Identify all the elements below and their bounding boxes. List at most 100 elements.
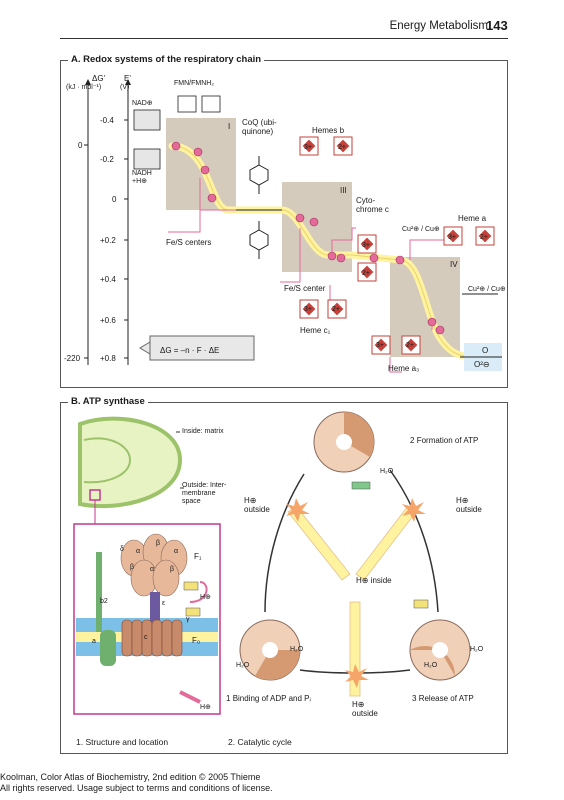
delta-g-formula: ΔG = –n · F · ΔE [160,346,220,355]
h-label-bottom: H⊕ [200,704,211,711]
e-axis-label: E' [124,74,131,83]
step-1-num: 1 [226,694,231,703]
e-tick-6: +0.6 [100,316,116,325]
step-1-label: 1 Binding of ADP and Pᵢ [226,694,311,703]
panel-b-title: B. ATP synthase [68,396,148,407]
ox-3-ha3: 3+ [376,342,384,349]
heme-c1-label: Heme c₁ [300,326,331,335]
f0-ring [121,619,183,657]
h-inside-center: H⊕ inside [356,576,392,585]
redox-diagram [84,79,502,373]
e-tick-1: -0.4 [100,116,114,125]
subunit-delta: δ [120,546,124,553]
heme-a3-dot [435,325,445,335]
complex-i-label: I [228,122,231,131]
heme-a-label: Heme a [458,214,487,223]
cytochrome-c-label: Cyto- chrome c [356,196,389,214]
starbursts [286,498,426,688]
fes-dot-4 [207,193,217,203]
footer-line-1: Koolman, Color Atlas of Biochemistry, 2n… [0,772,261,782]
subunit-beta-2: β [130,564,135,571]
footer: Koolman, Color Atlas of Biochemistry, 2n… [0,772,273,794]
caption-cycle: 2. Catalytic cycle [228,737,292,747]
cu-dot [427,317,437,327]
o-label: O [482,346,489,355]
fes-dot-2 [193,147,203,157]
fes-centers-label: Fe/S centers [166,238,212,247]
coq-label: CoQ (ubi- quinone) [242,118,277,136]
h-outside-left: H⊕ outside [244,496,270,514]
ox-2-c1: 2+ [332,306,340,313]
fes-center-label: Fe/S center [284,284,326,293]
e-tick-7: +0.8 [100,354,116,363]
heme-b-dot-2 [309,217,319,227]
proton-arrows [287,505,417,697]
subunit-c: c [144,634,148,641]
atp-synthase-diagram [73,411,471,715]
fmn-label: FMN/FMNH₂ [174,80,215,87]
f0-label: F₀ [192,636,201,645]
heme-c1-dot [336,253,346,263]
step-1-text: Binding of ADP and Pᵢ [232,694,311,703]
nucleotide-chips [183,481,429,617]
footer-line-2: All rights reserved. Usage subject to te… [0,783,273,793]
delta-g-box [149,335,255,361]
wheel-left [239,619,301,681]
ox-2-ha3: 2+ [406,342,414,349]
heme-a-dot [395,255,405,265]
panel-a-title: A. Redox systems of the respiratory chai… [68,54,265,65]
cyt-c-dot [369,253,379,263]
dg-axis-label: ΔG' [92,74,106,83]
fes-dot-1 [171,141,181,151]
heme-a3-label: Heme a₃ [388,364,420,373]
h2o-right-2: H₂O [470,646,484,653]
o2-label: O²⊖ [474,360,490,369]
ox-3-ha: 3+ [448,234,456,241]
ox-2-hb2: 2+ [338,144,346,151]
subunit-a: a [92,638,96,645]
complex-iii-label: III [340,186,347,195]
subunit-gamma: γ [186,616,190,623]
cu-pair-label-top: Cu²⊕ / Cu⊕ [402,226,440,233]
inside-matrix-label: Inside: matrix [182,428,224,435]
nadh-label: NADH +H⊕ [132,170,152,185]
ox-2-ha: 2+ [480,234,488,241]
f1-label: F₁ [194,552,202,561]
caption-structure: 1. Structure and location [76,737,169,747]
chapter-title: Energy Metabolism [389,20,488,32]
nad-label: NAD⊕ [132,100,153,107]
dg-tick-0: 0 [78,141,83,150]
ox-3-cyt: 3+ [362,242,370,249]
ox-3-c1: 3+ [304,306,312,313]
step-2-num: 2 [410,436,415,445]
dg-tick-220: -220 [64,354,81,363]
subunit-b2: b2 [100,598,108,605]
subunit-alpha-1: α [136,548,141,555]
h-outside-bottom: H⊕ outside [352,700,378,718]
step-3-label: 3 Release of ATP [412,694,474,703]
nad-structures [133,95,221,170]
header-rule [60,38,508,39]
complex-iv-label: IV [450,260,458,269]
step-2-label: 2 Formation of ATP [410,436,478,445]
outside-ims-label: Outside: Inter- membrane space [182,482,227,505]
e-tick-4: +0.2 [100,236,116,245]
heme-b-dot-1 [295,213,305,223]
e-tick-5: +0.4 [100,275,116,284]
cu-pair-label-right: Cu²⊕ / Cu⊕ [468,286,506,293]
step-3-num: 3 [412,694,417,703]
step-2-text: Formation of ATP [416,436,479,445]
e-ticks [84,119,128,359]
subunit-alpha-3: α [150,566,155,573]
quinone-structure [249,156,269,259]
h2o-left-2: H₂O [236,662,250,669]
dg-axis-unit: (kJ · mol⁻¹) [66,84,102,91]
subunit-beta-1: β [156,540,161,547]
step-3-text: Release of ATP [418,694,474,703]
e-tick-3: 0 [112,195,117,204]
f1-head [120,533,188,597]
h2o-left: H₂O [290,646,304,653]
heme-diamonds [299,136,495,355]
wheel-top [313,411,375,473]
ox-3-hb1: 3+ [304,144,312,151]
